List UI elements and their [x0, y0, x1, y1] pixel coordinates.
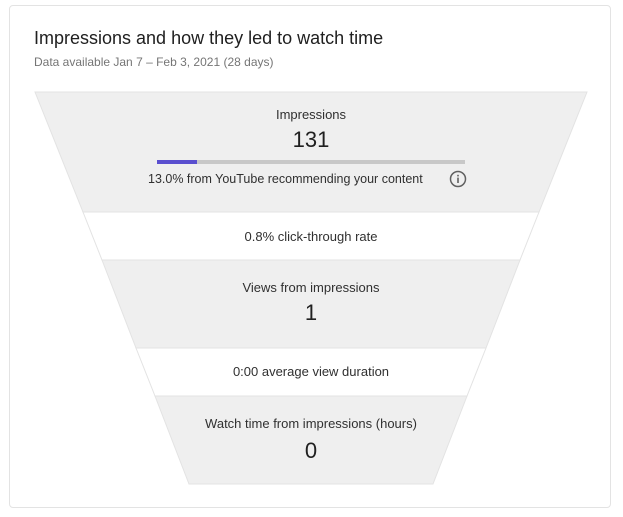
avg-view-duration-label: 0:00 average view duration: [232, 364, 390, 379]
recommendation-progress-bar: [157, 160, 465, 164]
funnel-stage-watch-time: [154, 395, 468, 485]
impressions-value: 131: [292, 127, 330, 152]
click-through-rate-label: 0.8% click-through rate: [244, 229, 378, 244]
impressions-label: Impressions: [275, 107, 347, 122]
views-value: 1: [304, 300, 318, 325]
views-label: Views from impressions: [242, 280, 380, 295]
recommendation-note: 13.0% from YouTube recommending your con…: [148, 172, 423, 186]
watch-time-label: Watch time from impressions (hours): [205, 416, 417, 431]
card-title: Impressions and how they led to watch ti…: [34, 28, 384, 48]
recommendation-progress-fill: [157, 160, 198, 164]
info-icon[interactable]: [449, 170, 467, 188]
card-subtitle: Data available Jan 7 – Feb 3, 2021 (28 d…: [34, 55, 274, 69]
watch-time-value: 0: [304, 438, 318, 463]
